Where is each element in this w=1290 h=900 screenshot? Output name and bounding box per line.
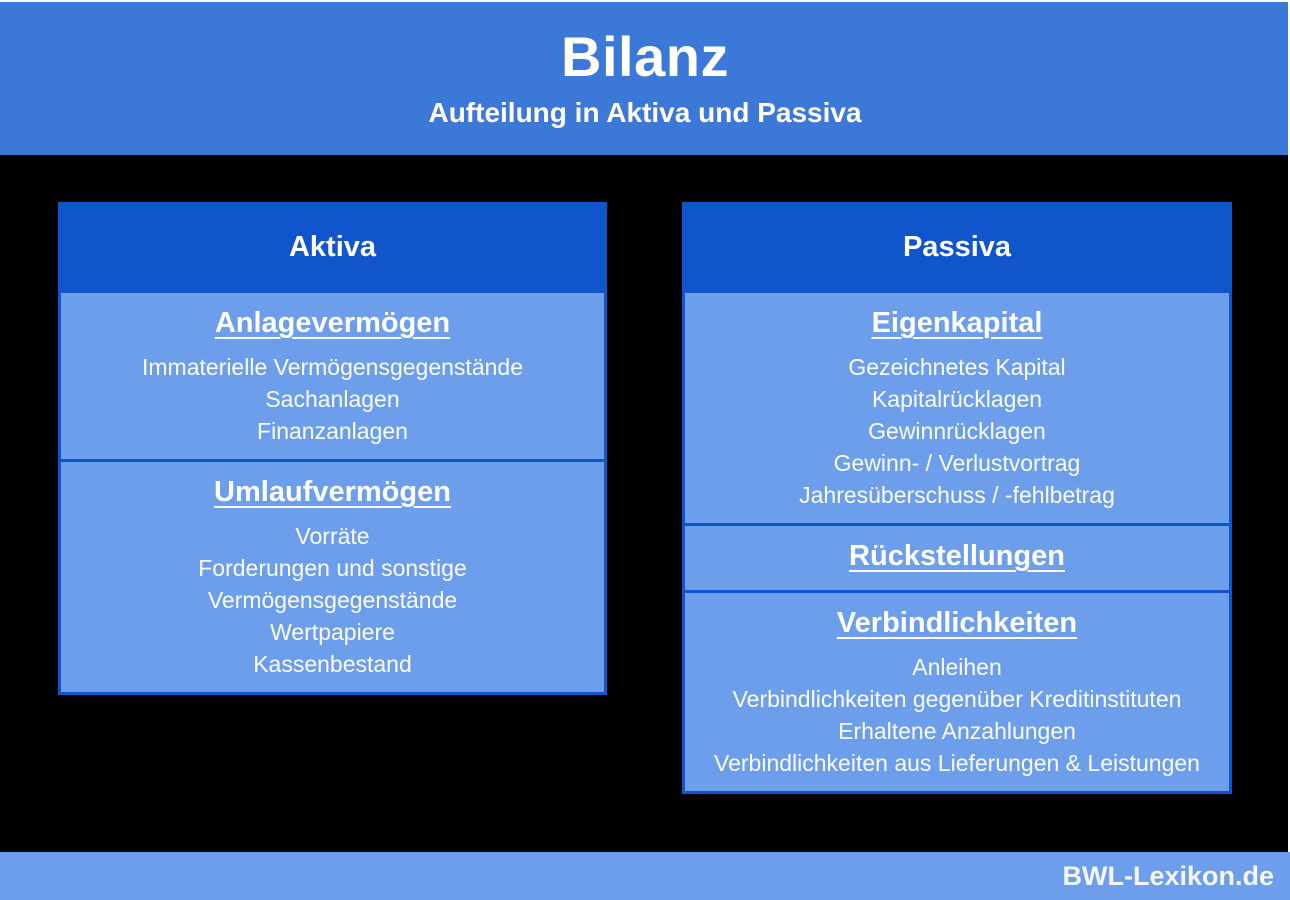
section-item: Kassenbestand xyxy=(253,651,412,677)
section-item: Kapitalrücklagen xyxy=(871,386,1043,412)
section-item: Finanzanlagen xyxy=(257,418,408,444)
footer-bar: BWL-Lexikon.de xyxy=(0,852,1290,900)
page-subtitle: Aufteilung in Aktiva und Passiva xyxy=(428,96,862,128)
section-item: Sachanlagen xyxy=(265,386,400,412)
banner: Bilanz Aufteilung in Aktiva und Passiva xyxy=(0,2,1290,155)
balance-section: Rückstellungen xyxy=(685,523,1229,590)
column-header: Aktiva xyxy=(61,205,604,290)
top-edge-line xyxy=(0,0,1290,2)
section-item: Gezeichnetes Kapital xyxy=(848,354,1066,380)
section-item: Anleihen xyxy=(912,654,1002,680)
section-item: Verbindlichkeiten gegenüber Kreditinstit… xyxy=(732,686,1182,712)
section-item: Jahresüberschuss / -fehlbetrag xyxy=(799,482,1115,508)
page-title: Bilanz xyxy=(561,25,729,89)
section-title: Rückstellungen xyxy=(849,540,1065,572)
section-item: Forderungen und sonstige Vermögensgegens… xyxy=(198,555,467,613)
section-item: Immaterielle Vermögensgegenstände xyxy=(141,354,523,380)
section-item: Gewinnrücklagen xyxy=(868,418,1046,444)
section-title: Verbindlichkeiten xyxy=(836,607,1078,639)
section-title: Umlaufvermögen xyxy=(214,476,451,508)
section-title: Anlagevermögen xyxy=(214,307,451,339)
section-item: Wertpapiere xyxy=(270,619,395,645)
section-item: Verbindlichkeiten aus Lieferungen & Leis… xyxy=(714,750,1200,776)
column-header: Passiva xyxy=(685,205,1229,290)
brand-watermark: BWL-Lexikon.de xyxy=(1062,861,1274,891)
section-item: Erhaltene Anzahlungen xyxy=(838,718,1076,744)
right-edge-line xyxy=(1288,0,1290,852)
section-item: Gewinn- / Verlustvortrag xyxy=(833,450,1081,476)
section-item: Vorräte xyxy=(295,523,370,549)
section-title: Eigenkapital xyxy=(871,307,1043,339)
